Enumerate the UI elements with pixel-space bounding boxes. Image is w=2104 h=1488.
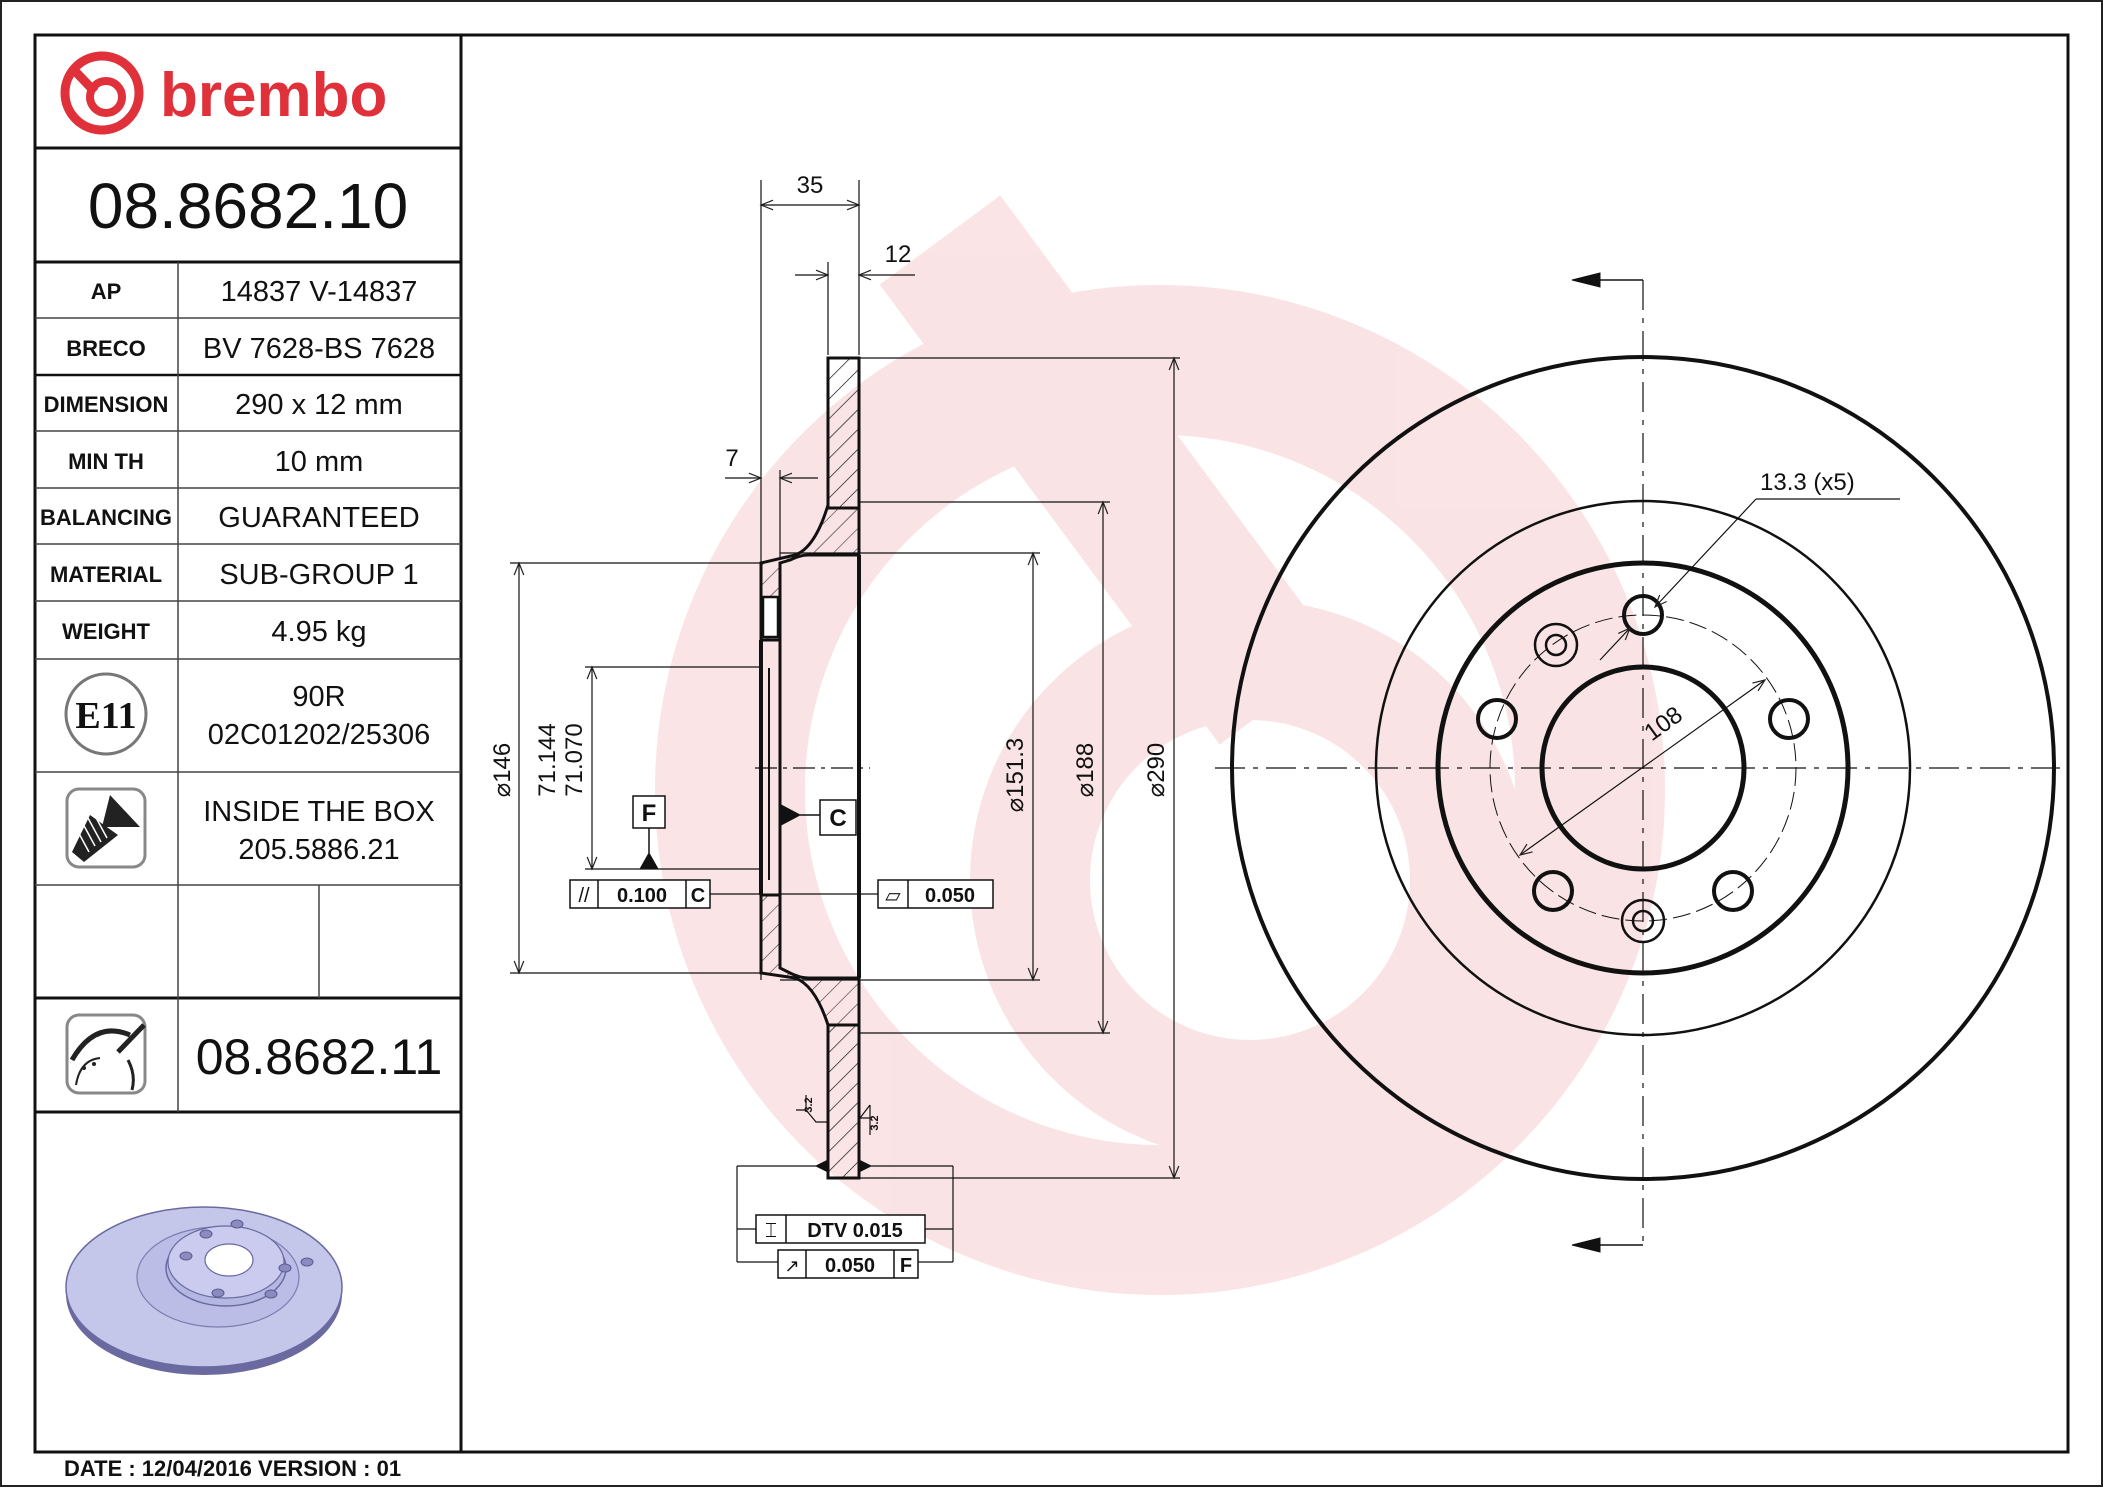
- spec-label-ap: AP: [91, 279, 122, 304]
- drawing-frame: [33, 33, 2070, 1454]
- spec-label-material: MATERIAL: [50, 562, 162, 587]
- runout-value: 0.050: [825, 1255, 875, 1277]
- dim-12: 12: [885, 241, 912, 268]
- spec-value-weight: 4.95 kg: [271, 616, 366, 648]
- roughness-right: 3.2: [869, 1115, 881, 1130]
- brand-name: brembo: [160, 61, 387, 130]
- part-number: 08.8682.10: [88, 170, 408, 242]
- svg-text:E11: E11: [75, 695, 136, 737]
- title-block: [35, 146, 461, 1114]
- spec-label-weight: WEIGHT: [62, 619, 151, 644]
- dia-188: ⌀188: [1072, 743, 1099, 798]
- parallelism-value: 0.100: [617, 885, 667, 907]
- screw-line2: 205.5886.21: [238, 834, 399, 866]
- dtv-value: DTV 0.015: [807, 1220, 903, 1242]
- runout-symbol: ↗: [784, 1256, 799, 1276]
- disc-outer-edge: [1230, 355, 2056, 1181]
- runout-datum: F: [900, 1255, 912, 1277]
- spec-value-ap: 14837 V-14837: [221, 276, 418, 308]
- spec-label-dimension: DIMENSION: [44, 392, 169, 417]
- screw-line1: INSIDE THE BOX: [203, 796, 435, 828]
- dia-centering-min: 71.070: [561, 723, 588, 796]
- datum-f: F: [642, 800, 657, 827]
- bolt-hole-dim: 13.3 (x5): [1760, 469, 1855, 496]
- dtv-symbol: ⌶: [765, 1220, 777, 1242]
- parallelism-symbol: //: [578, 885, 590, 907]
- spec-value-balancing: GUARANTEED: [218, 502, 419, 534]
- disc-3d-render: [65, 1206, 343, 1375]
- footer-date-version: DATE : 12/04/2016 VERSION : 01: [64, 1456, 401, 1481]
- disc-with-tool-icon: [65, 1013, 147, 1095]
- flatness-symbol: ▱: [885, 885, 901, 907]
- dim-35: 35: [797, 172, 824, 199]
- spec-label-breco: BRECO: [66, 336, 145, 361]
- dia-151: ⌀151.3: [1002, 738, 1029, 813]
- flatness-value: 0.050: [925, 885, 975, 907]
- e11-approval-icon: E11: [64, 672, 148, 756]
- spec-label-min-th: MIN TH: [68, 449, 144, 474]
- datum-c: C: [829, 805, 846, 832]
- pitch-circle: [1489, 614, 1797, 922]
- spec-value-dimension: 290 x 12 mm: [235, 389, 403, 421]
- screw-icon: [65, 787, 147, 869]
- approval-line1: 90R: [292, 681, 345, 713]
- approval-line2: 02C01202/25306: [208, 719, 431, 751]
- brembo-logo: brembo: [60, 51, 387, 135]
- dia-146: ⌀146: [489, 743, 516, 798]
- alt-part-number: 08.8682.11: [196, 1029, 443, 1085]
- spec-value-breco: BV 7628-BS 7628: [203, 333, 435, 365]
- spec-value-min-th: 10 mm: [275, 446, 364, 478]
- spec-label-balancing: BALANCING: [40, 505, 172, 530]
- dia-centering-max: 71.144: [534, 723, 561, 796]
- roughness-left: 3.2: [803, 1097, 815, 1112]
- spec-value-material: SUB-GROUP 1: [219, 559, 418, 591]
- section-view: [510, 180, 1180, 1279]
- parallelism-datum: C: [691, 885, 705, 907]
- dim-7: 7: [725, 445, 738, 472]
- dia-290: ⌀290: [1143, 743, 1170, 798]
- front-view: [1215, 272, 2060, 1253]
